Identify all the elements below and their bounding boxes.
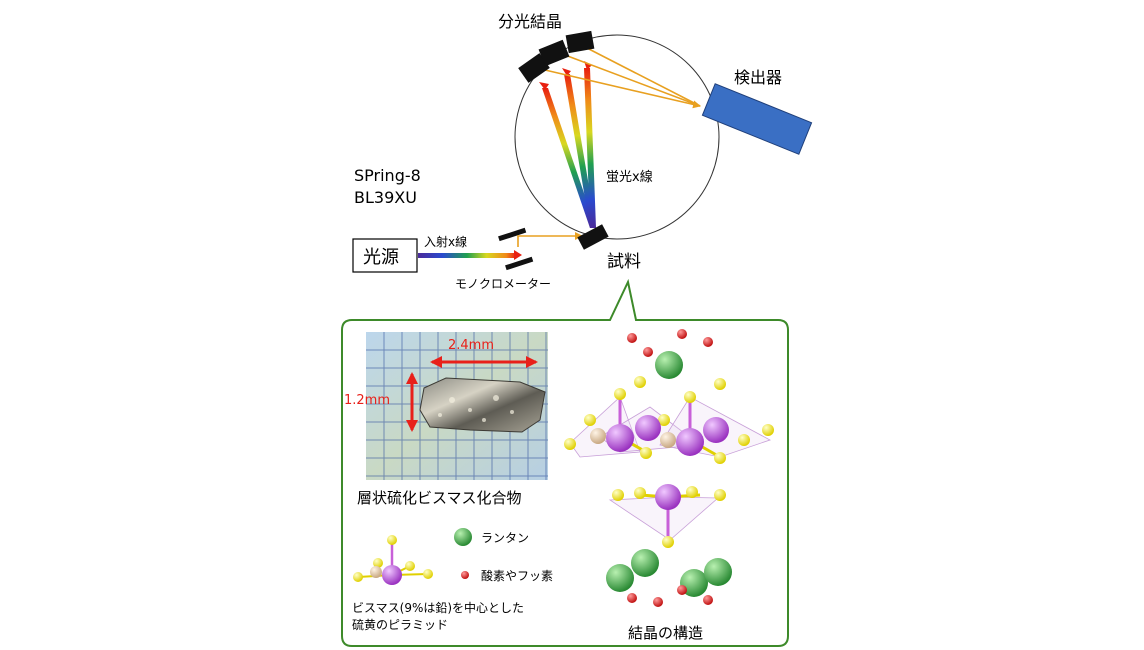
sample-plate xyxy=(577,224,609,250)
fluorescence-label: 蛍光x線 xyxy=(606,170,653,185)
source-label: 光源 xyxy=(363,247,399,268)
facility-label-line2: BL39XU xyxy=(354,188,417,207)
incident-label: 入射x線 xyxy=(424,235,468,249)
sample-photo xyxy=(366,332,548,480)
incident-beam xyxy=(418,253,516,258)
pyramid-caption-line1: ビスマス(9%は鉛)を中心とした xyxy=(352,601,525,615)
crystal-structure xyxy=(564,329,774,607)
photo-caption: 層状硫化ビスマス化合物 xyxy=(357,489,522,507)
rowland-circle xyxy=(514,34,720,240)
monochromator-label: モノクロメーター xyxy=(455,277,552,291)
detector-label: 検出器 xyxy=(734,68,783,87)
legend-lanthanum-icon xyxy=(454,528,472,546)
sample-label: 試料 xyxy=(607,252,641,272)
legend-lanthanum-label: ランタン xyxy=(481,531,530,545)
crystals-label: 分光結晶 xyxy=(498,12,563,31)
mono-beam xyxy=(517,232,583,247)
source-box xyxy=(352,238,418,273)
pyramid-caption-line2: 硫黄のピラミッド xyxy=(352,618,449,632)
fluorescence-rays xyxy=(539,61,596,228)
facility-label-line1: SPring-8 xyxy=(354,166,421,185)
width-label: 2.4mm xyxy=(448,338,495,353)
legend-oxygen-label: 酸素やフッ素 xyxy=(481,569,554,583)
detector-box xyxy=(701,83,813,155)
reflected-rays xyxy=(544,46,701,109)
legend-pyramid-icon xyxy=(353,535,433,585)
monochromator-plates xyxy=(498,227,534,271)
height-label: 1.2mm xyxy=(344,393,391,408)
structure-caption: 結晶の構造 xyxy=(628,624,704,642)
legend-oxygen-icon xyxy=(461,571,469,579)
analyzer-crystals xyxy=(518,30,595,83)
